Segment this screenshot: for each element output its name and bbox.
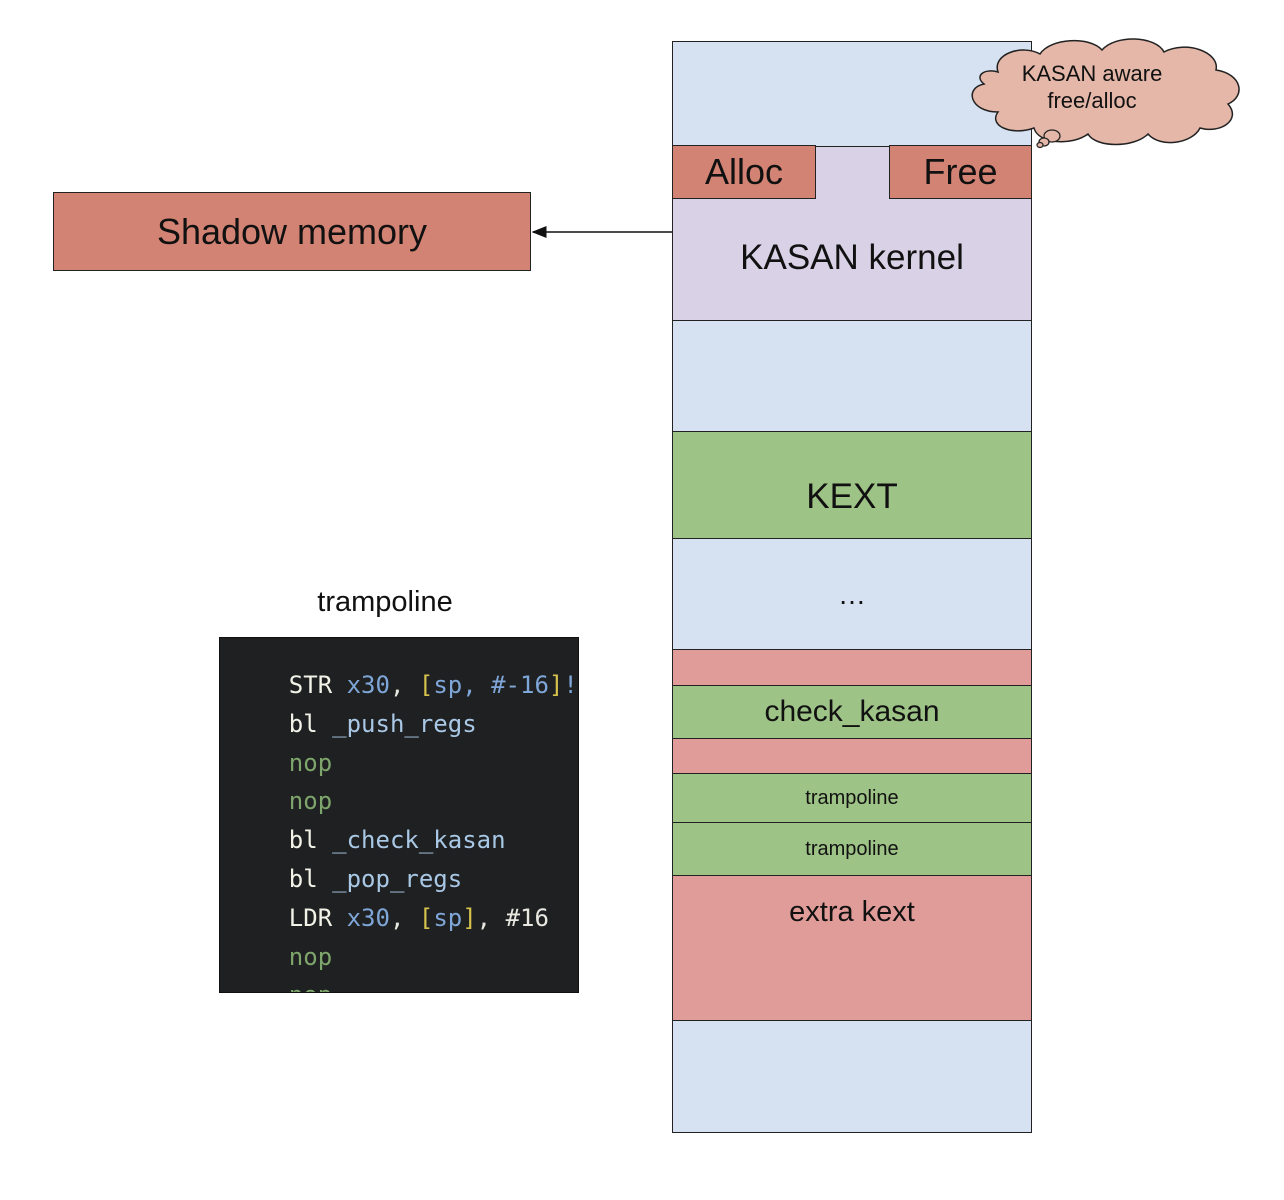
check-kasan-region: check_kasan — [673, 685, 1031, 738]
code-line: bl _pop_regs — [231, 834, 578, 893]
trampoline-title: trampoline — [290, 582, 480, 622]
trampoline-region-1: trampoline — [673, 773, 1031, 822]
kasan-kernel-label: KASAN kernel — [740, 237, 964, 277]
code-nop: nop — [288, 942, 333, 971]
memory-gap-region-2: … — [673, 538, 1031, 649]
code-arg: sp — [433, 903, 463, 932]
code-line: nop — [231, 950, 578, 992]
code-line: nop — [231, 718, 578, 777]
alloc-box: Alloc — [672, 145, 816, 199]
code-line: bl _check_kasan — [231, 795, 578, 854]
trampoline-label-1: trampoline — [805, 786, 899, 809]
trampoline-title-label: trampoline — [317, 585, 453, 618]
cloud-line-1: KASAN aware — [1021, 61, 1163, 86]
extra-kext-label: extra kext — [789, 896, 915, 928]
kext-region: KEXT — [673, 431, 1031, 538]
thought-cloud — [971, 38, 1240, 149]
extra-kext-region: extra kext — [673, 875, 1031, 1020]
ellipsis-label: … — [838, 579, 866, 610]
trampoline-label-2: trampoline — [805, 837, 899, 860]
code-op: STR — [288, 671, 333, 699]
shadow-memory-label: Shadow memory — [156, 210, 428, 252]
code-nop: nop — [289, 981, 332, 992]
code-bracket-open: [ — [418, 671, 434, 699]
code-op: bl — [288, 864, 318, 893]
code-reg: x30 — [332, 671, 390, 699]
code-bracket-open: [ — [418, 903, 434, 932]
code-line: nop — [231, 756, 578, 815]
trampoline-code-panel: STR x30, [sp, #-16]! bl _push_regs nop n… — [219, 637, 579, 993]
pad-region-1 — [673, 649, 1031, 685]
code-fn: _check_kasan — [317, 826, 506, 855]
code-sep: , — [389, 903, 419, 932]
code-line: STR x30, [sp, #-16]! — [231, 640, 578, 699]
code-op: bl — [288, 826, 318, 855]
memory-gap-region-1 — [673, 320, 1031, 431]
code-sep: , — [389, 671, 419, 699]
cloud-text: KASAN aware free/alloc — [990, 55, 1194, 119]
cloud-line-2: free/alloc — [1047, 88, 1137, 113]
code-fn: _push_regs — [317, 709, 477, 738]
pad-region-2 — [673, 738, 1031, 773]
code-arg: sp, #-16 — [433, 671, 549, 699]
shadow-memory-box: Shadow memory — [53, 192, 531, 271]
code-op: bl — [288, 709, 318, 738]
alloc-label: Alloc — [704, 151, 784, 192]
kext-label: KEXT — [806, 477, 898, 516]
code-reg: x30 — [332, 903, 390, 932]
code-tail: ! — [563, 671, 578, 699]
memory-layout-column: KASAN kernel KEXT … check_kasan trampoli… — [672, 41, 1032, 1133]
code-tail: , #16 — [476, 903, 549, 932]
code-nop: nop — [288, 748, 333, 777]
code-bracket-close: ] — [548, 671, 564, 699]
free-label: Free — [923, 151, 998, 192]
check-kasan-label: check_kasan — [764, 695, 940, 728]
code-nop: nop — [288, 787, 333, 816]
code-fn: _pop_regs — [317, 864, 463, 893]
code-op: LDR — [288, 903, 333, 932]
code-line: LDR x30, [sp], #16 — [231, 873, 578, 932]
free-box: Free — [889, 145, 1032, 199]
code-line: bl _push_regs — [231, 679, 578, 738]
code-bracket-close: ] — [462, 903, 477, 932]
trampoline-region-2: trampoline — [673, 822, 1031, 875]
code-line: nop — [231, 912, 578, 971]
memory-gap-region-3 — [673, 1020, 1031, 1132]
